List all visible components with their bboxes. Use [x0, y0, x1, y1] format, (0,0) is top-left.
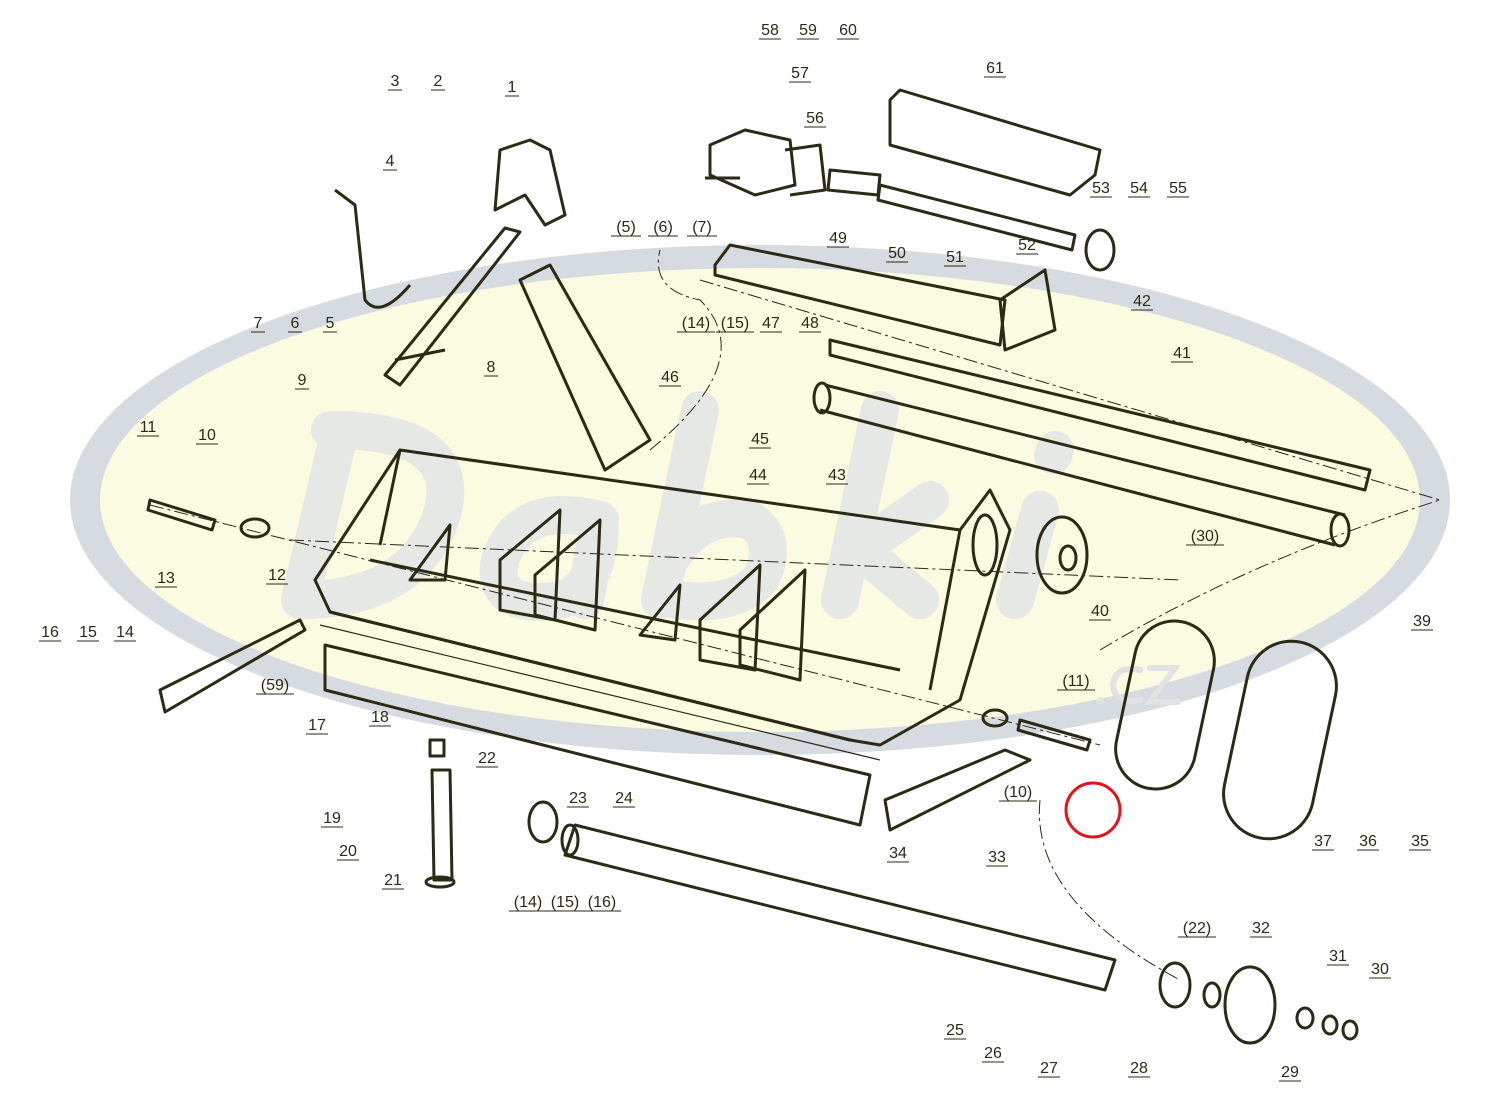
part-label: 25 [946, 1022, 964, 1039]
part-label: 10 [198, 427, 216, 444]
part-label: 7 [254, 315, 263, 332]
part-label: 6 [291, 315, 300, 332]
part-label: 56 [806, 110, 824, 127]
part-label: 43 [828, 467, 846, 484]
part-label: 32 [1252, 920, 1270, 937]
part-label: 19 [323, 810, 341, 827]
part-label: 9 [298, 372, 307, 389]
part-label: 51 [946, 249, 964, 266]
part-label: 21 [384, 872, 402, 889]
part-label: 36 [1359, 833, 1377, 850]
part-label: 45 [751, 431, 769, 448]
part-label: 17 [308, 717, 326, 734]
part-label: (30) [1191, 528, 1219, 545]
part-label: 12 [268, 567, 286, 584]
part-label: 11 [140, 419, 157, 436]
part-label: 53 [1092, 180, 1110, 197]
part-label: (14) [682, 315, 710, 332]
part-label: 28 [1130, 1060, 1148, 1077]
part-label: 34 [889, 845, 907, 862]
part-label: 16 [41, 624, 59, 641]
part-label: (7) [692, 219, 712, 236]
part-label: 59 [799, 22, 817, 39]
part-label: 3 [391, 73, 400, 90]
part-label: 14 [116, 624, 134, 641]
part-label: 4 [386, 153, 395, 170]
part-label: 1 [508, 79, 517, 96]
highlight-circle [1064, 781, 1122, 839]
part-label: (22) [1183, 920, 1211, 937]
part-label: (16) [588, 894, 616, 911]
part-label: 52 [1018, 237, 1036, 254]
part-label: 31 [1329, 948, 1347, 965]
part-label: 48 [801, 315, 819, 332]
part-label: (10) [1004, 784, 1032, 801]
part-label: 33 [988, 849, 1006, 866]
part-label: 35 [1411, 833, 1429, 850]
part-label: 37 [1314, 833, 1332, 850]
part-label: 58 [761, 22, 779, 39]
part-label: 41 [1173, 345, 1191, 362]
part-label: 30 [1371, 961, 1389, 978]
part-label: 2 [434, 73, 443, 90]
part-label: (11) [1062, 673, 1089, 690]
part-label: (5) [616, 219, 636, 236]
part-label: 55 [1169, 180, 1187, 197]
part-label: 49 [829, 230, 847, 247]
part-label: 42 [1133, 293, 1151, 310]
part-label: 60 [839, 22, 857, 39]
part-label: 26 [984, 1045, 1002, 1062]
part-label: 20 [339, 843, 357, 860]
part-label: 8 [487, 359, 496, 376]
part-label: 5 [326, 315, 335, 332]
part-label: 57 [791, 65, 809, 82]
part-label: (14) [514, 894, 542, 911]
part-label: 27 [1040, 1060, 1058, 1077]
part-label: (59) [261, 677, 289, 694]
part-label: (15) [551, 894, 579, 911]
part-label: 50 [888, 245, 906, 262]
part-label: 46 [661, 369, 679, 386]
part-label: 54 [1130, 180, 1148, 197]
part-label: (6) [653, 219, 673, 236]
part-label: 44 [749, 467, 767, 484]
part-label: 13 [157, 570, 175, 587]
part-label: 40 [1091, 603, 1109, 620]
part-label: 29 [1281, 1064, 1299, 1081]
part-label: 47 [762, 315, 780, 332]
part-label: 22 [478, 750, 496, 767]
part-label: 23 [569, 790, 587, 807]
part-label: 61 [986, 60, 1004, 77]
part-label: 39 [1413, 613, 1431, 630]
part-label: 18 [371, 709, 389, 726]
part-label: 15 [79, 624, 97, 641]
part-label: 24 [615, 790, 633, 807]
parts [146, 88, 1441, 1045]
part-label: (15) [721, 315, 749, 332]
